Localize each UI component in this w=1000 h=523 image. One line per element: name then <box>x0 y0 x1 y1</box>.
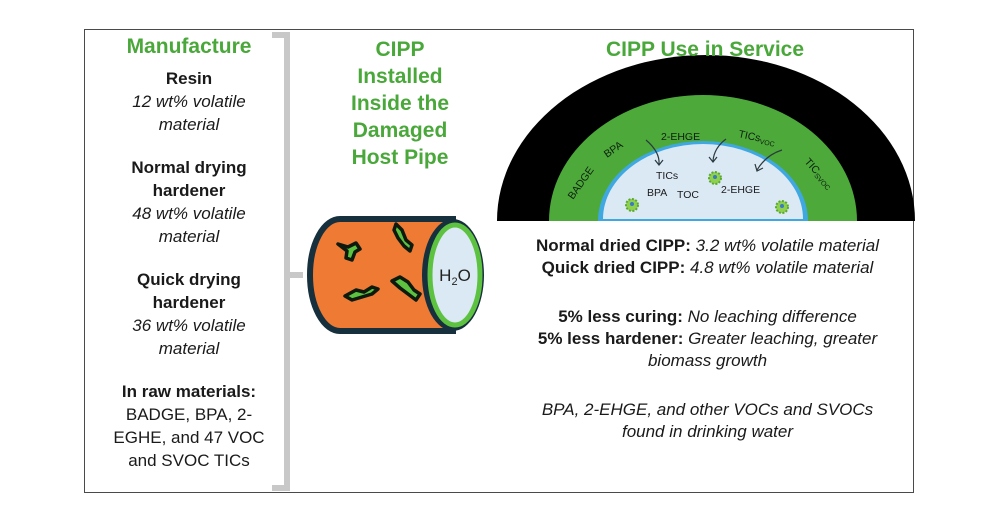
installed-title: CIPP Installed Inside the Damaged Host P… <box>330 36 470 171</box>
less-curing-label: 5% less curing: <box>558 307 683 326</box>
microbe-icon <box>625 171 789 214</box>
raw-materials-heading: In raw materials: <box>121 382 257 401</box>
quick-dried-label: Quick dried CIPP: <box>541 258 686 277</box>
less-hardener-value-line1: Greater leaching, greater <box>688 329 878 348</box>
installed-title-line: Host Pipe <box>351 146 449 169</box>
bracket-icon <box>272 32 303 491</box>
raw-materials-line1: BADGE, BPA, 2- <box>125 405 253 424</box>
arrowhead-icon <box>754 163 764 172</box>
resin-detail-line2: material <box>158 115 220 134</box>
normal-hardener-detail-line1: 48 wt% volatile <box>132 204 246 223</box>
water-label-tics: TICs <box>656 170 678 182</box>
arrow-icon <box>756 149 783 171</box>
resin-detail-line1: 12 wt% volatile <box>132 92 246 111</box>
normal-dried-value: 3.2 wt% volatile material <box>695 236 879 255</box>
findings-line2: found in drinking water <box>621 422 794 441</box>
normal-dried-label: Normal dried CIPP: <box>536 236 691 255</box>
quick-hardener-detail-line1: 36 wt% volatile <box>132 316 246 335</box>
drinking-water-findings: BPA, 2-EHGE, and other VOCs and SVOCs fo… <box>500 399 915 443</box>
curing-results: 5% less curing: No leaching difference 5… <box>500 306 915 372</box>
normal-hardener-detail-line2: material <box>158 227 220 246</box>
quick-hardener-heading-line2: hardener <box>152 293 226 312</box>
raw-materials-line3: and SVOC TICs <box>128 451 250 470</box>
manufacture-column: Manufacture Resin 12 wt% volatile materi… <box>86 33 292 472</box>
pipe-icon: H2O <box>307 216 484 334</box>
arrow-icon <box>645 139 660 165</box>
pipe-water-label: H2O <box>439 266 471 288</box>
drying-results: Normal dried CIPP: 3.2 wt% volatile mate… <box>500 235 915 279</box>
ring-label-tics-voc: TICsVOC <box>737 128 776 148</box>
drinking-water-region <box>603 144 803 219</box>
quick-hardener-detail-line2: material <box>158 339 220 358</box>
less-hardener-value-line2: biomass growth <box>647 351 768 370</box>
water-label-toc: TOC <box>677 189 699 201</box>
less-curing-value: No leaching difference <box>687 307 857 326</box>
quick-hardener-block: Quick drying hardener 36 wt% volatile ma… <box>86 268 292 360</box>
pipe-cross-section: BADGE BPA 2-EHGE TICsVOC TICSVOC TICs BP… <box>497 55 915 221</box>
installed-title-line: Inside the <box>350 92 450 115</box>
quick-dried-value: 4.8 wt% volatile material <box>690 258 874 277</box>
less-curing-row: 5% less curing: No leaching difference <box>500 306 915 328</box>
less-hardener-row: 5% less hardener: Greater leaching, grea… <box>500 328 915 350</box>
quick-hardener-heading-line1: Quick drying <box>137 270 241 289</box>
arrow-icon <box>712 138 727 162</box>
water-label-2ehge: 2-EHGE <box>721 184 760 196</box>
resin-heading: Resin <box>165 69 213 88</box>
installed-title-line: Installed <box>357 65 443 88</box>
normal-dried-row: Normal dried CIPP: 3.2 wt% volatile mate… <box>500 235 915 257</box>
normal-hardener-block: Normal drying hardener 48 wt% volatile m… <box>86 156 292 248</box>
normal-hardener-heading-line2: hardener <box>152 181 226 200</box>
biofilm-icon <box>336 222 422 302</box>
raw-materials-block: In raw materials: BADGE, BPA, 2- EGHE, a… <box>86 380 292 472</box>
manufacture-title: Manufacture <box>126 35 252 58</box>
arrowhead-icon <box>654 159 664 166</box>
leaching-arrows <box>645 138 783 172</box>
installed-title-line: CIPP <box>375 38 425 61</box>
arrowhead-icon <box>708 156 718 163</box>
service-title: CIPP Use in Service <box>605 38 805 61</box>
installed-title-line: Damaged <box>352 119 448 142</box>
quick-dried-row: Quick dried CIPP: 4.8 wt% volatile mater… <box>500 257 915 279</box>
ring-label-2ehge: 2-EHGE <box>661 131 700 143</box>
figure-frame <box>84 29 914 493</box>
normal-hardener-heading-line1: Normal drying <box>131 158 247 177</box>
water-label-bpa: BPA <box>647 187 667 199</box>
raw-materials-line2: EGHE, and 47 VOC <box>113 428 265 447</box>
resin-block: Resin 12 wt% volatile material <box>86 67 292 136</box>
less-hardener-label: 5% less hardener: <box>537 329 684 348</box>
findings-line1: BPA, 2-EHGE, and other VOCs and SVOCs <box>541 400 874 419</box>
